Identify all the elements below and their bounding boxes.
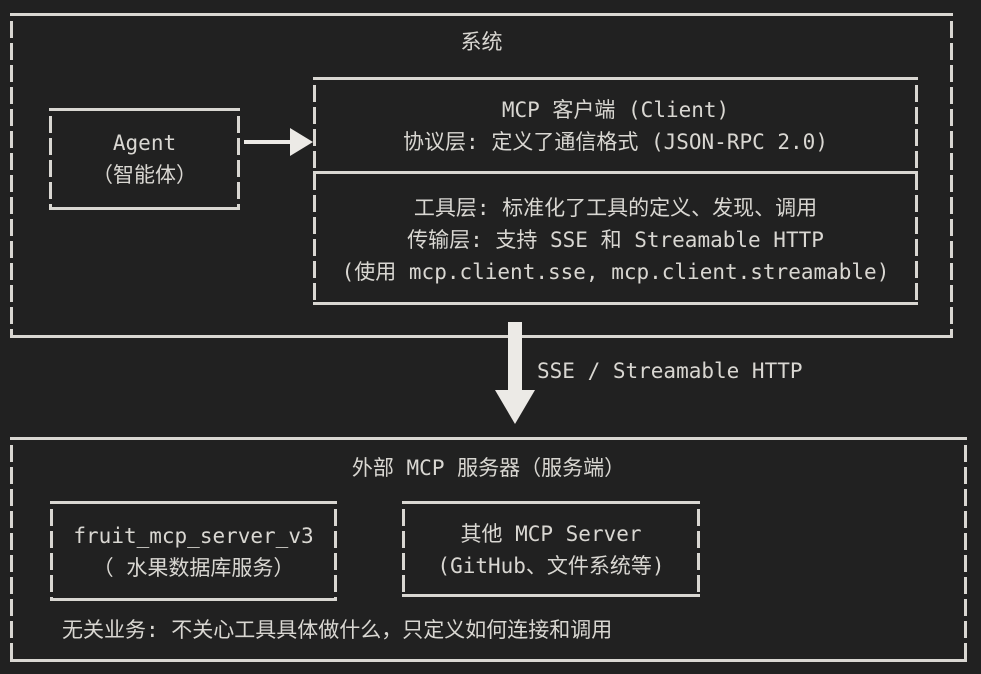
- agent-to-client-arrow-shaft: [244, 140, 290, 144]
- client-to-server-arrow-head-icon: [495, 390, 535, 424]
- fruit-server-box: fruit_mcp_server_v3 （ 水果数据库服务）: [50, 501, 337, 601]
- agent-name: Agent: [112, 131, 177, 155]
- server-box-note: 无关业务: 不关心工具具体做什么，只定义如何连接和调用: [62, 618, 613, 642]
- client-box-divider: [313, 171, 918, 174]
- other-server-box: 其他 MCP Server (GitHub、文件系统等): [402, 501, 700, 597]
- server-box-title: 外部 MCP 服务器（服务端）: [351, 456, 626, 480]
- system-box-title: 系统: [460, 30, 503, 54]
- tool-layer-line: 工具层: 标准化了工具的定义、发现、调用: [413, 196, 818, 220]
- connection-protocol-label: SSE / Streamable HTTP: [537, 359, 803, 383]
- client-box-lower-section: 工具层: 标准化了工具的定义、发现、调用 传输层: 支持 SSE 和 Strea…: [313, 192, 918, 288]
- protocol-layer-line: 协议层: 定义了通信格式 (JSON-RPC 2.0): [403, 130, 828, 154]
- mcp-client-box: MCP 客户端 (Client) 协议层: 定义了通信格式 (JSON-RPC …: [313, 77, 918, 305]
- client-box-title: MCP 客户端 (Client): [501, 98, 730, 122]
- agent-subtitle: （智能体）: [92, 163, 197, 187]
- other-server-name: 其他 MCP Server: [460, 522, 642, 546]
- fruit-server-name: fruit_mcp_server_v3: [73, 524, 314, 548]
- agent-box: Agent （智能体）: [49, 108, 240, 210]
- usage-note-line: (使用 mcp.client.sse, mcp.client.streamabl…: [341, 260, 890, 284]
- fruit-server-subtitle: （ 水果数据库服务）: [92, 556, 295, 580]
- client-to-server-arrow-shaft: [508, 322, 522, 392]
- system-box: 系统 Agent （智能体） MCP 客户端 (Client) 协议层: 定义了…: [10, 13, 953, 338]
- client-box-upper-section: MCP 客户端 (Client) 协议层: 定义了通信格式 (JSON-RPC …: [313, 80, 918, 158]
- agent-to-client-arrow-head-icon: [290, 128, 313, 156]
- external-server-box: 外部 MCP 服务器（服务端） fruit_mcp_server_v3 （ 水果…: [10, 437, 967, 662]
- other-server-subtitle: (GitHub、文件系统等): [437, 554, 665, 578]
- transport-layer-line: 传输层: 支持 SSE 和 Streamable HTTP: [407, 228, 824, 252]
